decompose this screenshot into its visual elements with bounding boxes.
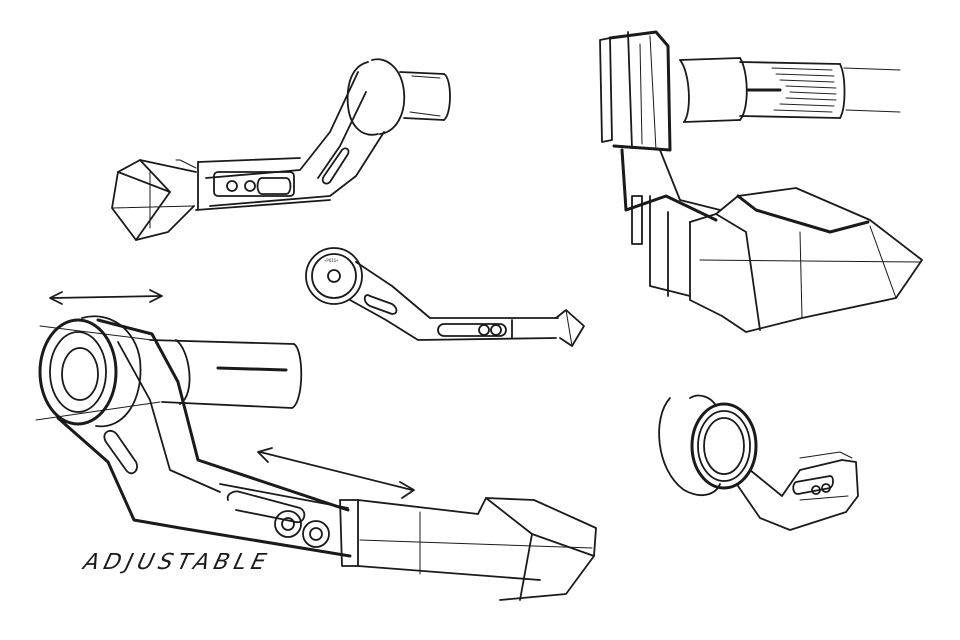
lever-guard-small-top-view: ∙PUIG∙ [305,247,585,347]
double-arrow-icon [257,447,415,499]
adjustable-caption: ADJUSTABLE [80,550,274,575]
svg-text:∙PUIG∙: ∙PUIG∙ [324,258,338,263]
lever-guard-small-perspective [658,394,859,531]
lever-guard-large-perspective [35,315,597,601]
lever-guard-side-view [111,58,451,241]
lever-guard-end-view [599,30,923,333]
double-arrow-icon [49,289,163,305]
